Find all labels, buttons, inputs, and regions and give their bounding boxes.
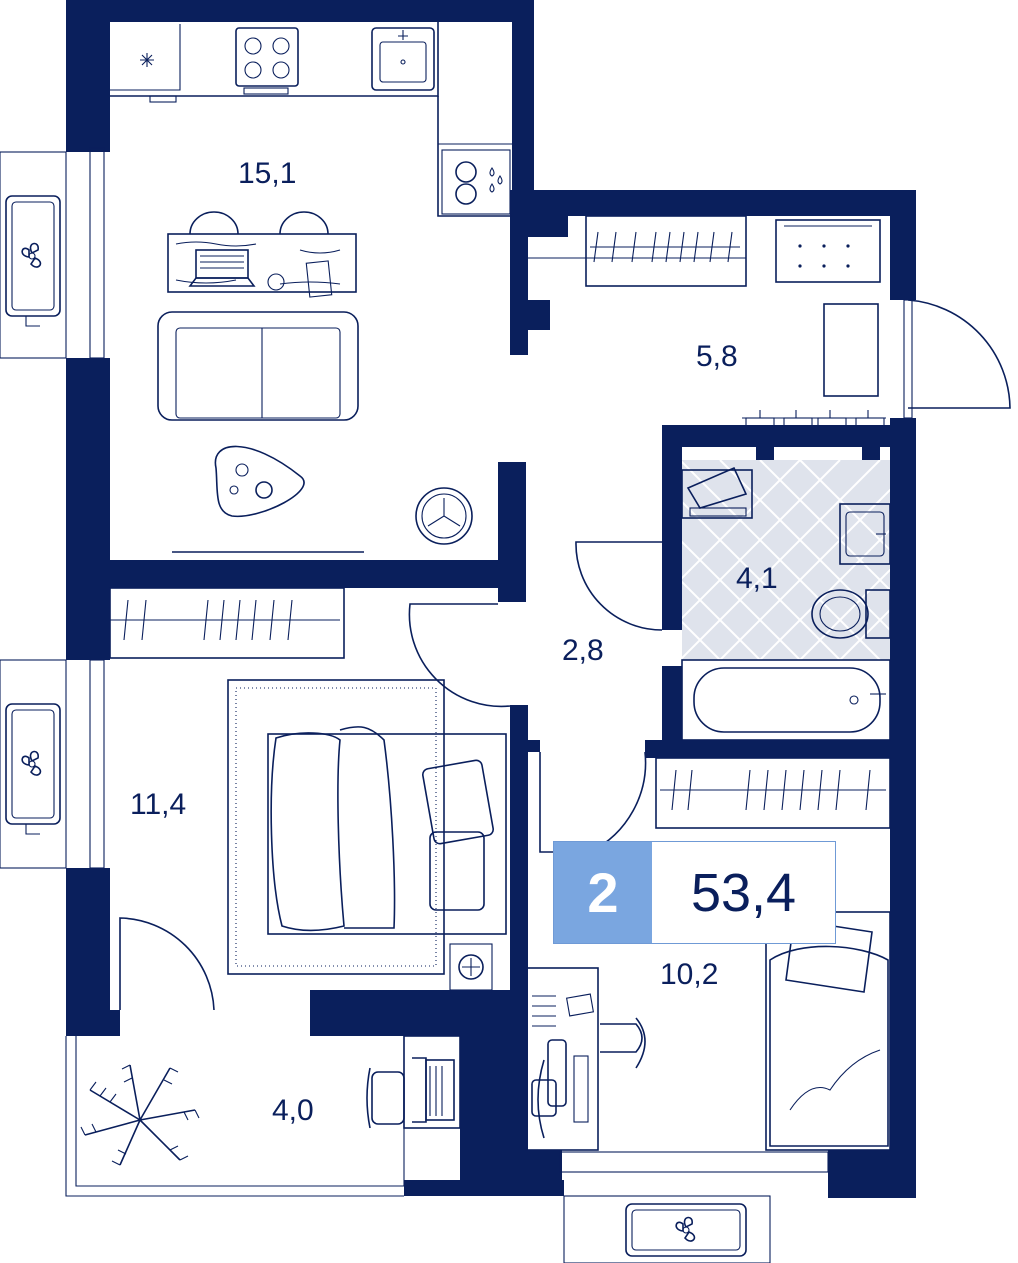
bathtub-icon	[681, 659, 891, 741]
rooms-count: 2	[554, 842, 652, 943]
bed-icon	[267, 726, 507, 935]
bathroom-tiles	[682, 460, 890, 660]
rug	[227, 679, 445, 975]
ac-unit-bottom	[563, 1195, 771, 1263]
dishwasher-icon	[441, 149, 511, 215]
sofa-icon	[157, 311, 359, 421]
bench	[823, 303, 879, 397]
door-icon	[575, 541, 663, 631]
area-label-balcony: 4,0	[272, 1094, 314, 1127]
door-icon	[408, 603, 511, 708]
toilet-icon	[811, 589, 891, 639]
fan-icon	[675, 1216, 696, 1242]
hooks	[742, 410, 886, 427]
laptop-icon	[412, 1057, 455, 1123]
balcony	[65, 1036, 405, 1197]
ac-unit-left-bottom	[0, 659, 67, 869]
walls	[66, 0, 916, 1198]
chair-icon	[600, 1017, 646, 1069]
door-icon	[907, 299, 1011, 409]
area-label-hallway: 5,8	[696, 340, 738, 373]
stove-icon	[235, 27, 299, 95]
plant-icon	[80, 1064, 200, 1166]
coffee-table	[214, 445, 305, 518]
door-icon	[119, 917, 215, 1011]
wardrobe-icon	[655, 757, 891, 829]
sink-icon	[371, 27, 435, 91]
desk-balcony	[366, 1035, 461, 1129]
chair-icon	[366, 1067, 405, 1129]
bed-icon	[765, 911, 891, 1151]
washing-machine-icon	[681, 466, 753, 519]
socket-icon	[449, 943, 493, 991]
desk	[525, 967, 646, 1151]
area-label-second-bedroom: 10,2	[660, 958, 718, 991]
fan-icon	[21, 750, 42, 776]
total-area: 53,4	[690, 862, 797, 923]
area-label-kitchen-living: 15,1	[238, 157, 296, 190]
fridge-icon	[140, 53, 177, 103]
windows	[89, 147, 913, 1173]
ac-unit-left-top	[0, 151, 67, 359]
area-label-corridor: 2,8	[562, 634, 604, 667]
hallway-wardrobe	[526, 215, 747, 287]
apartment-badge: 2 53,4	[553, 841, 836, 944]
steering-icon	[415, 487, 473, 545]
dining-table	[167, 211, 357, 298]
area-label-bedroom: 11,4	[130, 788, 186, 821]
wardrobe-icon	[590, 231, 740, 263]
shoe-cabinet	[775, 219, 881, 283]
kitchen-counter	[110, 22, 512, 217]
area-label-bathroom: 4,1	[736, 562, 778, 595]
sink-icon	[839, 503, 891, 565]
fan-icon	[21, 242, 42, 268]
door-icon	[539, 751, 647, 853]
chair-icon	[531, 1059, 557, 1139]
bedroom-wardrobe	[109, 587, 345, 659]
chair-icon	[189, 211, 329, 235]
laptop-icon	[188, 249, 256, 287]
